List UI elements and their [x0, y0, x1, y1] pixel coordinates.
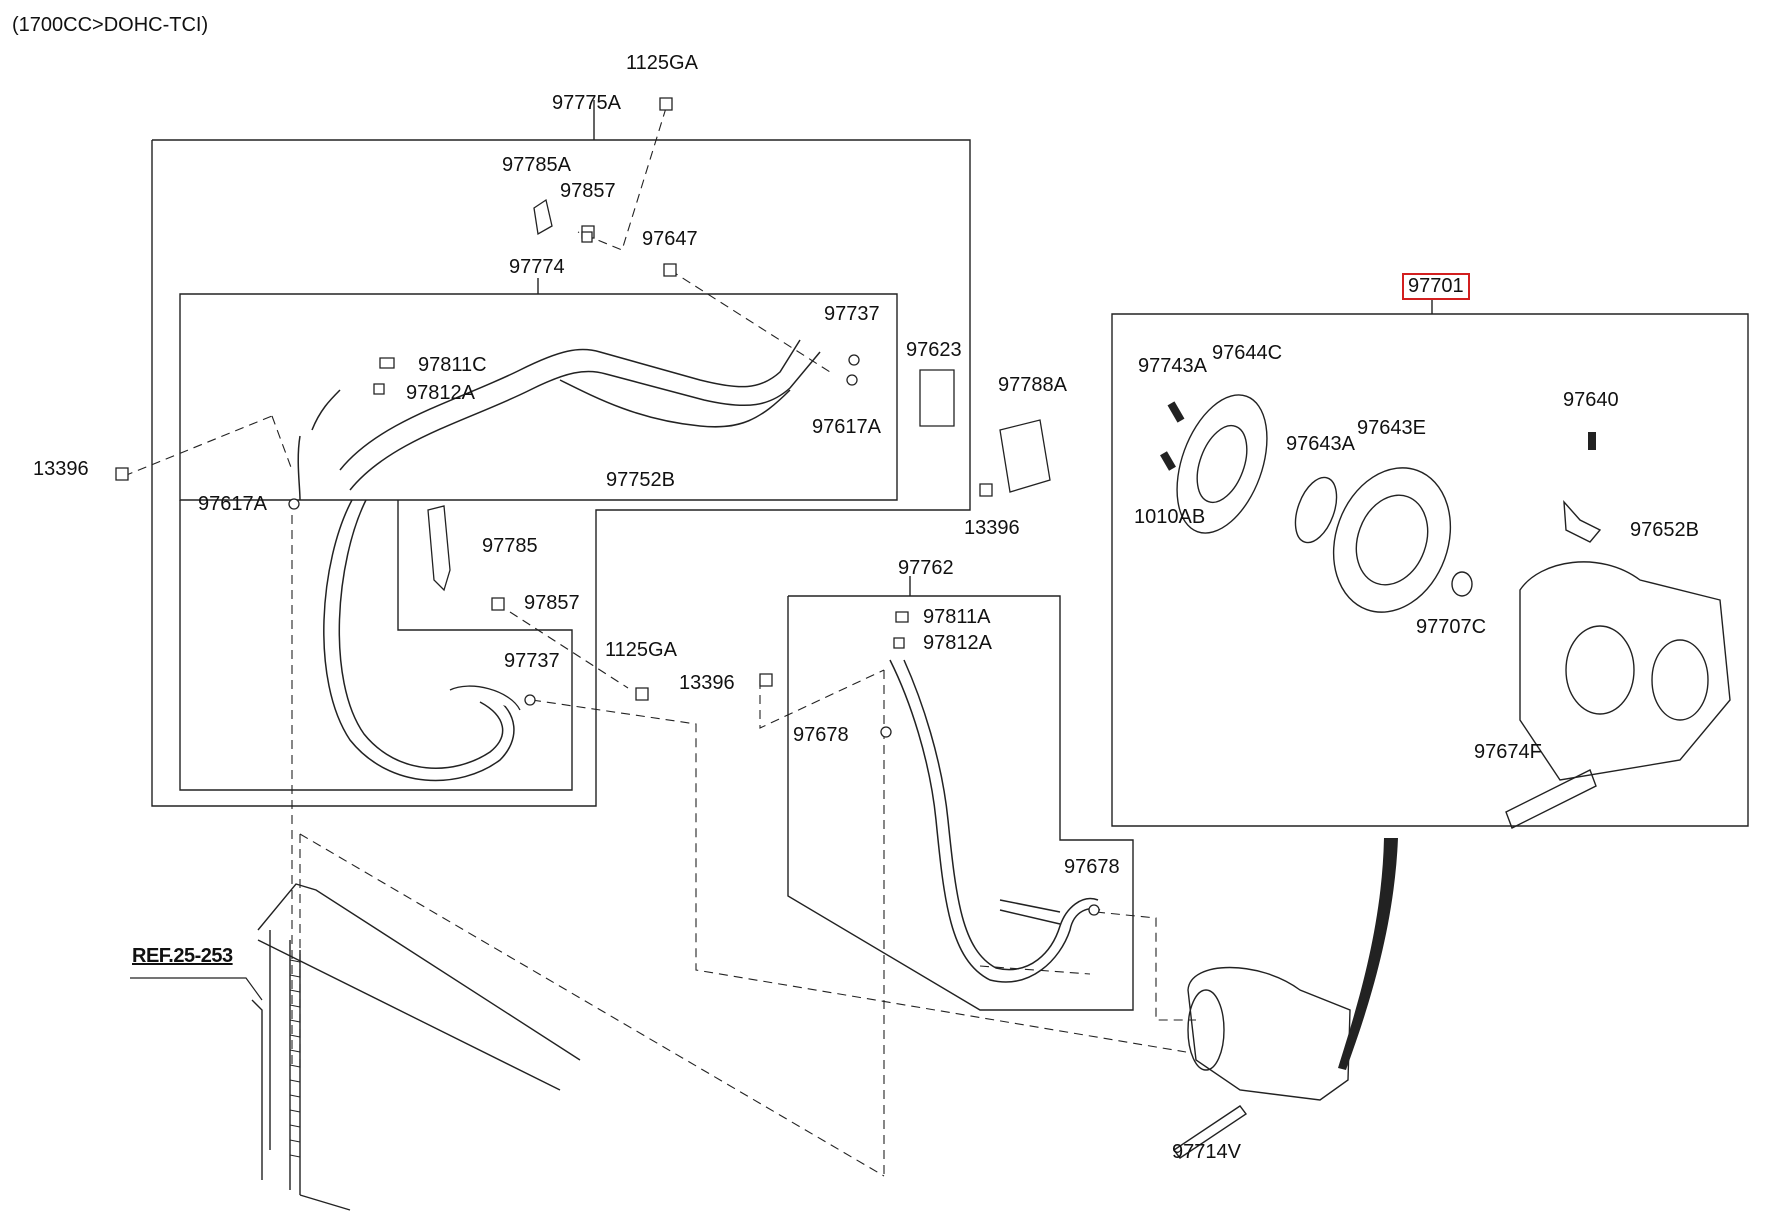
part-97785[interactable]: 97785 [482, 535, 538, 557]
part-97737-low[interactable]: 97737 [504, 650, 560, 672]
part-97643a[interactable]: 97643A [1286, 433, 1355, 455]
part-97857-top[interactable]: 97857 [560, 180, 616, 202]
part-97737-top[interactable]: 97737 [824, 303, 880, 325]
part-97623[interactable]: 97623 [906, 339, 962, 361]
part-97640[interactable]: 97640 [1563, 389, 1619, 411]
part-1010ab[interactable]: 1010AB [1134, 506, 1206, 528]
part-97652b[interactable]: 97652B [1630, 519, 1699, 541]
part-97812a-low[interactable]: 97812A [923, 632, 992, 654]
suction-hose [324, 500, 514, 780]
assembly-97762-label[interactable]: 97762 [898, 557, 954, 579]
part-97811a[interactable]: 97811A [923, 606, 991, 628]
part-1125ga-top[interactable]: 1125GA [626, 52, 698, 74]
engine-code-header: (1700CC>DOHC-TCI) [12, 14, 209, 36]
part-97617a-left[interactable]: 97617A [198, 493, 267, 515]
assembly-97701-label-highlighted[interactable]: 97701 [1402, 273, 1470, 300]
liquid-hose [890, 660, 1100, 982]
part-97617a-right[interactable]: 97617A [812, 416, 881, 438]
part-97643e[interactable]: 97643E [1357, 417, 1426, 439]
part-97743a[interactable]: 97743A [1138, 355, 1207, 377]
part-97644c[interactable]: 97644C [1212, 342, 1283, 364]
liquid-tube-frame [788, 596, 1133, 1010]
part-13396-low[interactable]: 13396 [679, 672, 735, 694]
part-97857-mid[interactable]: 97857 [524, 592, 580, 614]
part-97788a[interactable]: 97788A [998, 374, 1067, 396]
condenser-reference-link[interactable]: REF.25-253 [132, 945, 233, 967]
part-97811c[interactable]: 97811C [418, 354, 487, 376]
part-97647[interactable]: 97647 [642, 228, 698, 250]
suction-tube-frame [180, 294, 897, 500]
part-1125ga-low[interactable]: 1125GA [605, 639, 677, 661]
part-97785a[interactable]: 97785A [502, 154, 571, 176]
part-13396-mid[interactable]: 13396 [964, 517, 1020, 539]
assembly-97774-label[interactable]: 97774 [509, 256, 565, 278]
hose-assembly-frame [152, 140, 970, 806]
part-13396-left[interactable]: 13396 [33, 458, 89, 480]
assembly-97775a-label[interactable]: 97775A [552, 92, 621, 114]
discharge-tube [340, 340, 800, 470]
part-97678-b[interactable]: 97678 [1064, 856, 1120, 878]
part-97674f[interactable]: 97674F [1474, 741, 1542, 763]
inner-lower-frame [180, 500, 572, 790]
compressor-frame [1112, 314, 1748, 826]
part-97752b[interactable]: 97752B [606, 469, 675, 491]
part-97812a-top[interactable]: 97812A [406, 382, 475, 404]
part-97678-a[interactable]: 97678 [793, 724, 849, 746]
part-97714v[interactable]: 97714V [1172, 1141, 1241, 1163]
part-97707c[interactable]: 97707C [1416, 616, 1487, 638]
